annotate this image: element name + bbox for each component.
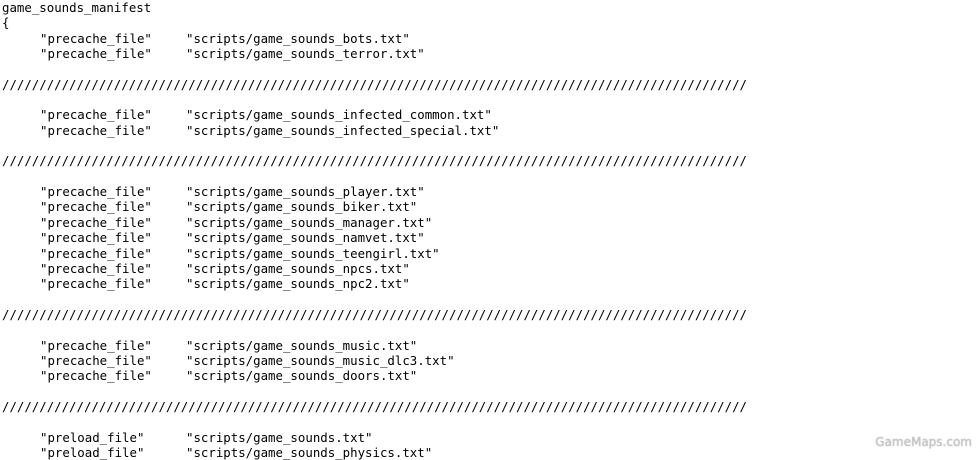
manifest-header: game_sounds_manifest xyxy=(2,0,152,15)
code-line: "preload_file" "scripts/game_sounds_physi… xyxy=(2,445,980,460)
entry-key: "precache_file" xyxy=(40,230,152,246)
entry-key: "precache_file" xyxy=(40,276,152,292)
open-brace: { xyxy=(2,15,10,31)
blank-line xyxy=(2,169,980,184)
code-line: "precache_file" "scripts/game_sounds_bots… xyxy=(2,31,980,46)
entry-value: "scripts/game_sounds_terror.txt" xyxy=(186,46,425,62)
blank-line xyxy=(2,138,980,153)
entry-value: "scripts/game_sounds_infected_common.txt… xyxy=(186,107,492,123)
entry-key: "preload_file" xyxy=(40,444,145,460)
code-line: "precache_file" "scripts/game_sounds_musi… xyxy=(2,338,980,353)
code-line: "precache_file" "scripts/game_sounds_infe… xyxy=(2,107,980,122)
entry-key: "preload_file" xyxy=(40,429,145,445)
code-line: "precache_file" "scripts/game_sounds_npcs… xyxy=(2,261,980,276)
blank-line xyxy=(2,92,980,107)
entry-key: "precache_file" xyxy=(40,199,152,215)
entry-key: "precache_file" xyxy=(40,337,152,353)
entry-value: "scripts/game_sounds_music_dlc3.txt" xyxy=(186,352,455,368)
entry-value: "scripts/game_sounds_npcs.txt" xyxy=(186,260,410,276)
entry-value: "scripts/game_sounds_npc2.txt" xyxy=(186,276,410,292)
code-line: "precache_file" "scripts/game_sounds_npc2… xyxy=(2,276,980,291)
entry-value: "scripts/game_sounds.txt" xyxy=(186,429,373,445)
code-line: "precache_file" "scripts/game_sounds_terr… xyxy=(2,46,980,61)
blank-line xyxy=(2,292,980,307)
comment-divider: ////////////////////////////////////////… xyxy=(2,153,747,169)
entry-value: "scripts/game_sounds_manager.txt" xyxy=(186,214,433,230)
entry-key: "precache_file" xyxy=(40,368,152,384)
code-line: "precache_file" "scripts/game_sounds_teen… xyxy=(2,246,980,261)
entry-value: "scripts/game_sounds_music.txt" xyxy=(186,337,418,353)
comment-divider: ////////////////////////////////////////… xyxy=(2,76,747,92)
code-line: "precache_file" "scripts/game_sounds_door… xyxy=(2,368,980,383)
comment-divider: ////////////////////////////////////////… xyxy=(2,398,747,414)
entry-key: "precache_file" xyxy=(40,122,152,138)
entry-value: "scripts/game_sounds_biker.txt" xyxy=(186,199,418,215)
entry-value: "scripts/game_sounds_player.txt" xyxy=(186,184,425,200)
entry-key: "precache_file" xyxy=(40,352,152,368)
blank-line xyxy=(2,61,980,76)
entry-value: "scripts/game_sounds_bots.txt" xyxy=(186,30,410,46)
entry-value: "scripts/game_sounds_teengirl.txt" xyxy=(186,245,440,261)
entry-key: "precache_file" xyxy=(40,245,152,261)
entry-value: "scripts/game_sounds_doors.txt" xyxy=(186,368,418,384)
code-line: "precache_file" "scripts/game_sounds_bike… xyxy=(2,199,980,214)
entry-value: "scripts/game_sounds_namvet.txt" xyxy=(186,230,425,246)
entry-key: "precache_file" xyxy=(40,184,152,200)
code-line: "precache_file" "scripts/game_sounds_infe… xyxy=(2,123,980,138)
code-line: "preload_file" "scripts/game_sounds.txt" xyxy=(2,430,980,445)
blank-line xyxy=(2,414,980,429)
entry-value: "scripts/game_sounds_physics.txt" xyxy=(186,444,433,460)
code-line: "precache_file" "scripts/game_sounds_mana… xyxy=(2,215,980,230)
blank-line xyxy=(2,384,980,399)
entry-key: "precache_file" xyxy=(40,46,152,62)
entry-value: "scripts/game_sounds_infected_special.tx… xyxy=(186,122,500,138)
code-line: "precache_file" "scripts/game_sounds_play… xyxy=(2,184,980,199)
entry-key: "precache_file" xyxy=(40,30,152,46)
entry-key: "precache_file" xyxy=(40,214,152,230)
watermark: GameMaps.com xyxy=(875,435,972,449)
comment-divider: ////////////////////////////////////////… xyxy=(2,306,747,322)
entry-key: "precache_file" xyxy=(40,260,152,276)
entry-key: "precache_file" xyxy=(40,107,152,123)
code-line: "precache_file" "scripts/game_sounds_namv… xyxy=(2,230,980,245)
code-line: "precache_file" "scripts/game_sounds_musi… xyxy=(2,353,980,368)
blank-line xyxy=(2,322,980,337)
